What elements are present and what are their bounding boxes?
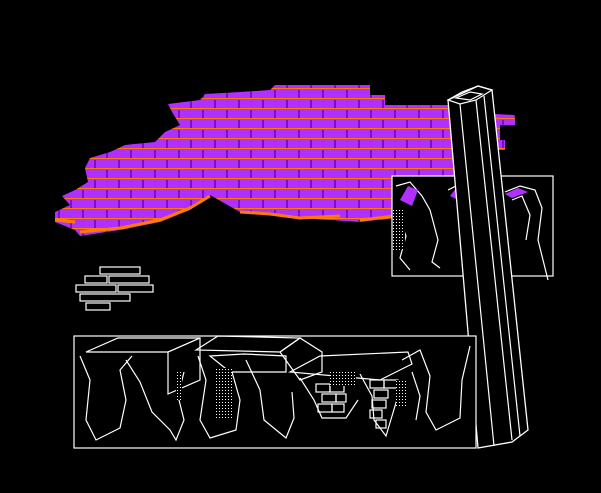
ruined-wall-block	[73, 335, 477, 449]
stone-pillar	[446, 85, 529, 449]
small-brick-patch	[75, 266, 154, 311]
